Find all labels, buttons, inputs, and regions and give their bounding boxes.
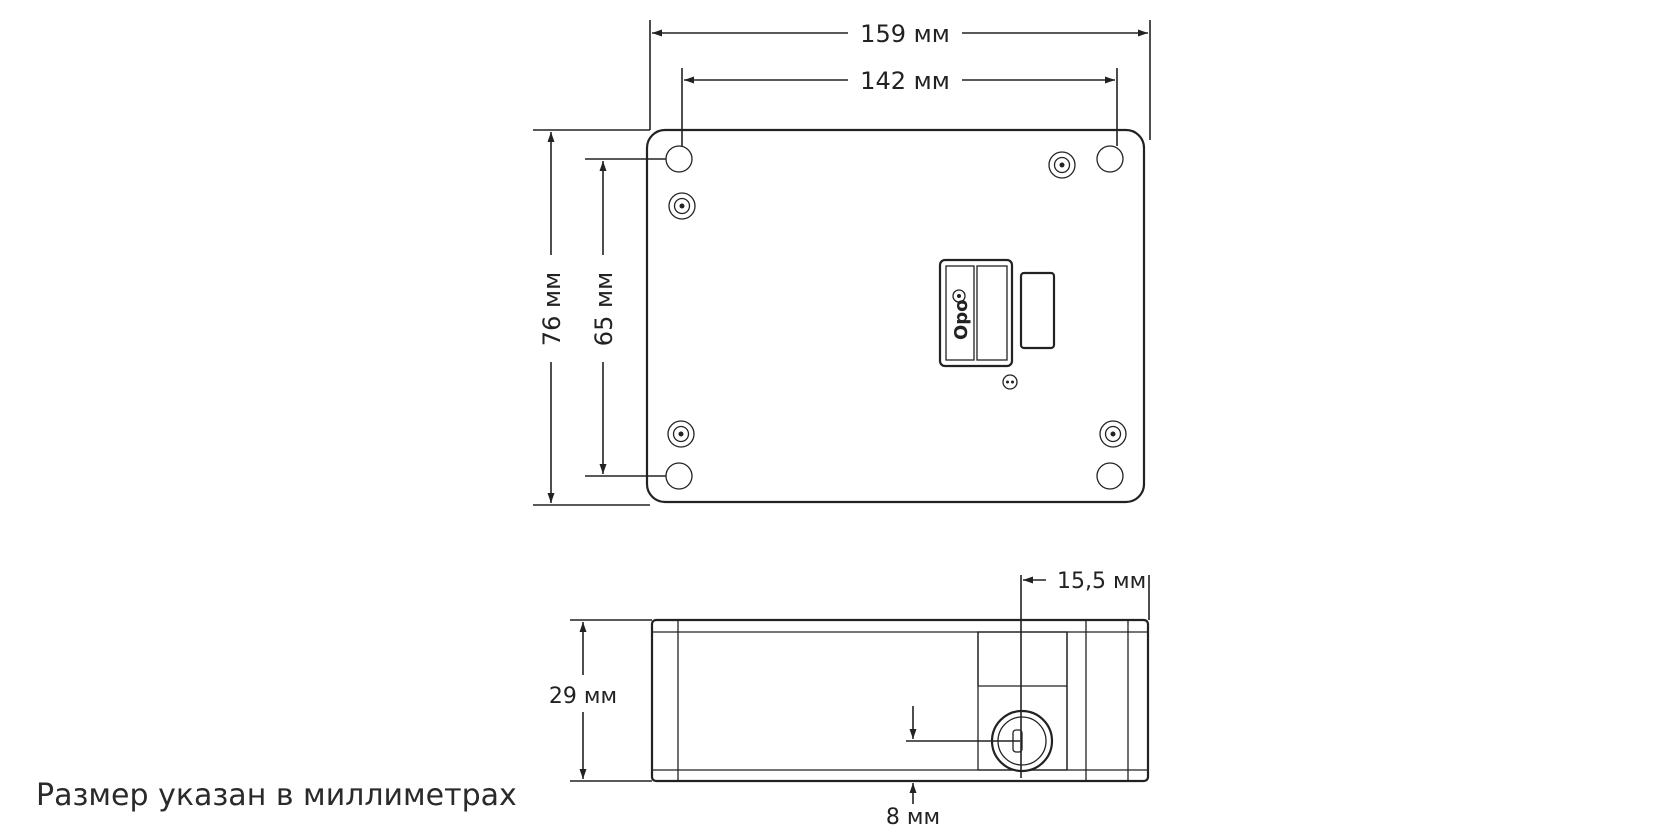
rivet-bottom-left — [667, 420, 695, 448]
dim-label-8: 8 мм — [886, 805, 940, 830]
dim-label-76: 76 мм — [538, 272, 566, 346]
rivet-top-right — [1048, 151, 1076, 179]
dim-label-15-5: 15,5 мм — [1057, 569, 1146, 594]
dim-depth: 29 мм — [549, 619, 652, 782]
mounting-hole-bottom-right — [1096, 462, 1124, 490]
dim-label-142: 142 мм — [860, 67, 950, 95]
dim-label-65: 65 мм — [590, 272, 618, 346]
dim-height-outer: 76 мм — [533, 129, 650, 506]
side-body-outline — [650, 618, 1150, 783]
dim-width-outer: 159 мм — [649, 20, 1151, 140]
lock-logo: Opo — [951, 289, 972, 340]
rivet-bottom-right — [1099, 420, 1127, 448]
dim-label-159: 159 мм — [860, 20, 950, 48]
units-caption: Размер указан в миллиметрах — [36, 778, 517, 813]
small-screw — [1002, 374, 1018, 390]
latch-mechanism: Opo — [938, 258, 1056, 390]
dim-label-29: 29 мм — [549, 684, 617, 709]
logo-text: Opo — [951, 299, 972, 340]
lock-body-outline — [645, 128, 1146, 504]
top-view: Opo 159 мм 142 мм — [533, 20, 1151, 506]
rivet-top-left — [668, 192, 696, 220]
dim-key-height: 8 мм — [886, 706, 1020, 830]
dim-width-holes: 142 мм — [681, 67, 1118, 146]
side-view: 15,5 мм 29 мм 8 мм — [549, 569, 1150, 830]
dim-height-holes: 65 мм — [585, 158, 666, 477]
dim-key-offset: 15,5 мм — [1020, 569, 1150, 778]
mounting-hole-top-right — [1096, 145, 1124, 173]
